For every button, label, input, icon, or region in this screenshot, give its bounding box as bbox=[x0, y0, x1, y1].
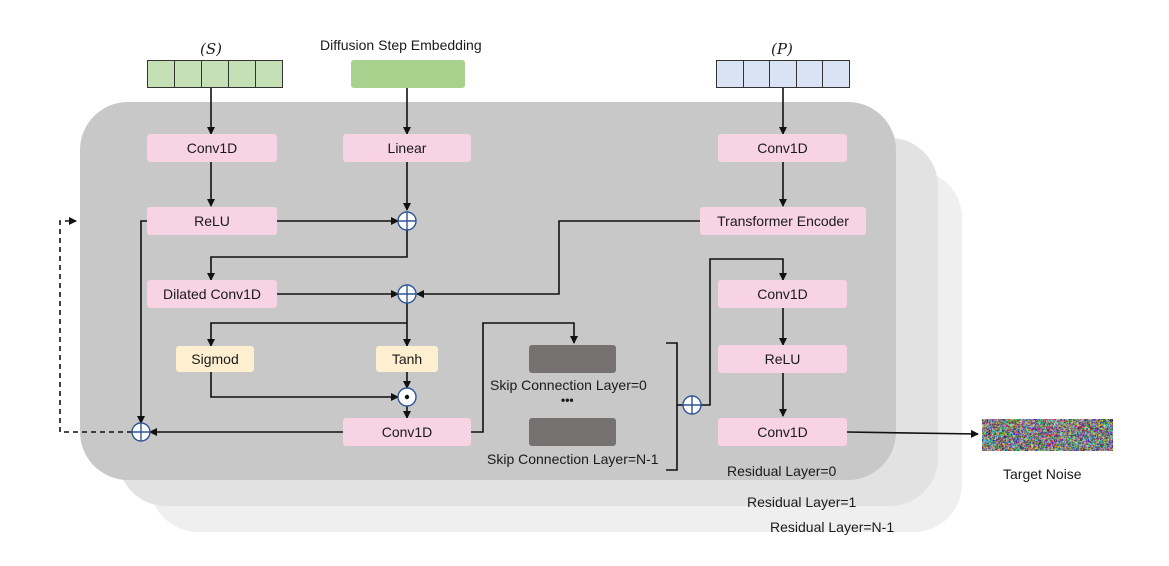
linear-block: Linear bbox=[343, 134, 471, 162]
conv1d-residual-1-block: Conv1D bbox=[718, 280, 847, 308]
skip-connection-block-first bbox=[529, 345, 616, 373]
skip-connection-block-last bbox=[529, 418, 616, 446]
step-embedding-vector bbox=[351, 60, 465, 88]
step-embedding-label: Diffusion Step Embedding bbox=[320, 37, 482, 53]
relu-s-block: ReLU bbox=[147, 207, 277, 235]
s-input-vector bbox=[147, 60, 283, 88]
s-input-label: (S) bbox=[200, 40, 222, 58]
skip-connection-label-last: Skip Connection Layer=N-1 bbox=[487, 451, 659, 467]
target-noise-label: Target Noise bbox=[1003, 466, 1082, 482]
relu-residual-block: ReLU bbox=[718, 345, 847, 373]
p-input-vector bbox=[716, 60, 850, 88]
dilated-conv1d-block: Dilated Conv1D bbox=[147, 280, 277, 308]
p-input-label: (P) bbox=[771, 40, 793, 58]
residual-layer-label-0: Residual Layer=0 bbox=[727, 463, 837, 479]
transformer-encoder-block: Transformer Encoder bbox=[700, 207, 866, 235]
skip-ellipsis: ••• bbox=[561, 393, 574, 407]
sigmod-block: Sigmod bbox=[176, 346, 254, 372]
conv1d-output-block: Conv1D bbox=[343, 418, 471, 446]
residual-layer-label-n: Residual Layer=N-1 bbox=[770, 519, 895, 535]
tanh-block: Tanh bbox=[376, 346, 438, 372]
target-noise-image bbox=[982, 419, 1113, 451]
conv1d-p-block: Conv1D bbox=[718, 134, 847, 162]
residual-layer-label-1: Residual Layer=1 bbox=[747, 494, 857, 510]
conv1d-residual-2-block: Conv1D bbox=[718, 418, 847, 446]
skip-connection-label-first: Skip Connection Layer=0 bbox=[490, 377, 647, 393]
conv1d-s-block: Conv1D bbox=[147, 134, 277, 162]
